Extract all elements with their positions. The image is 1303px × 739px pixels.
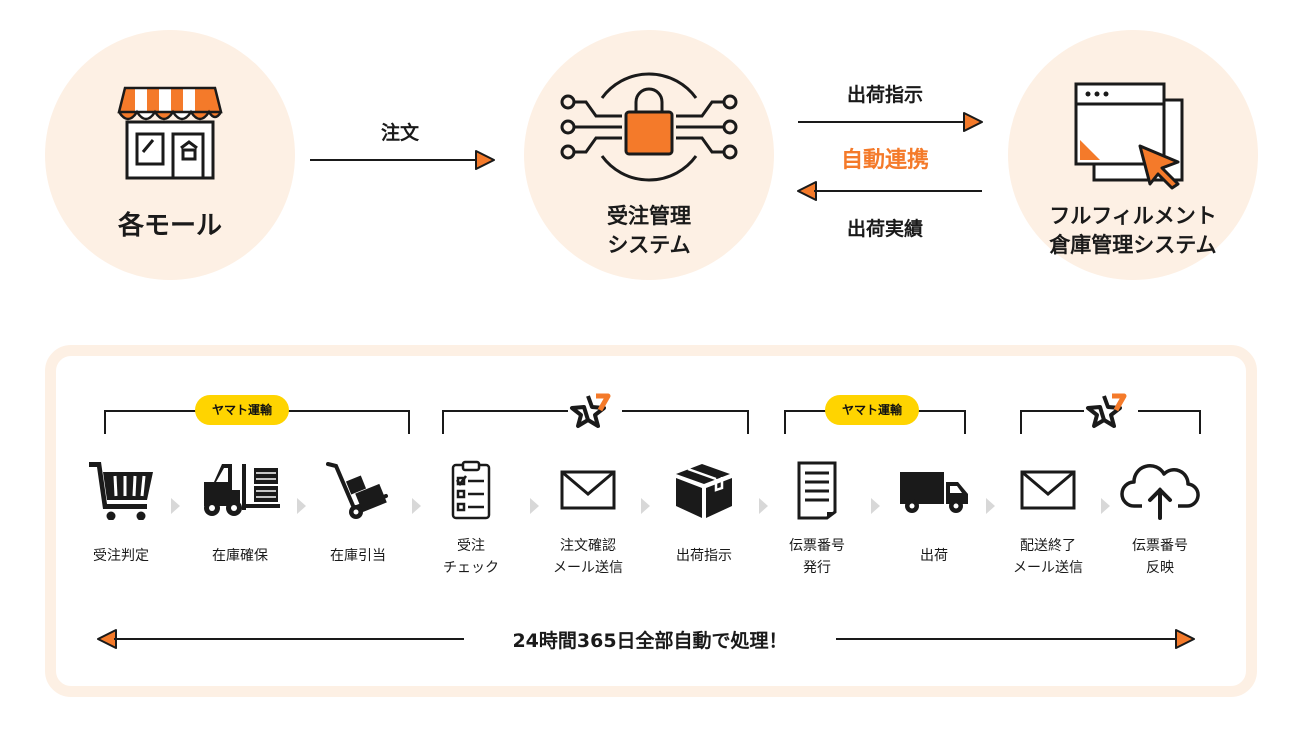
oms-circle: 受注管理 システム — [524, 30, 774, 280]
step-label-1: 受注判定 — [93, 548, 149, 564]
bottom-line-left — [114, 638, 464, 640]
forklift-icon — [204, 464, 280, 516]
bottom-line-right — [836, 638, 1178, 640]
wms-label-line1: フルフィルメント — [1049, 204, 1217, 228]
ship-result-label: 出荷実績 — [846, 218, 923, 240]
star-logo-icon — [1086, 393, 1127, 428]
automation-label: 24時間365日全部自動で処理！ — [512, 630, 788, 652]
yamato-badge-2: ヤマト運輸 — [825, 395, 919, 425]
cloud-upload-icon — [1120, 464, 1200, 520]
ship-instruction-arrowhead-icon — [963, 112, 983, 132]
order-arrow-line — [310, 159, 478, 161]
oms-label-line1: 受注管理 — [607, 204, 691, 228]
auto-link-label: 自動連携 — [840, 148, 929, 173]
step-label-10: 伝票番号反映 — [1132, 538, 1188, 577]
shopping-cart-icon — [89, 462, 153, 520]
step-label-9: 配送終了メール送信 — [1013, 538, 1083, 577]
browser-window-icon — [1074, 82, 1184, 190]
wms-label: フルフィルメント 倉庫管理システム — [1008, 202, 1258, 261]
order-label: 注文 — [380, 122, 419, 144]
envelope-icon — [1020, 470, 1076, 510]
clipboard-checklist-icon — [451, 460, 491, 520]
step-label-5: 注文確認メール送信 — [553, 538, 623, 577]
step-label-4: 受注チェック — [443, 538, 499, 577]
step-label-8: 出荷 — [920, 548, 948, 564]
wms-label-line2: 倉庫管理システム — [1049, 233, 1217, 258]
step-label-3: 在庫引当 — [330, 548, 386, 564]
step-chevron — [1101, 498, 1110, 514]
step-label-6: 出荷指示 — [676, 548, 732, 564]
step-chevron — [759, 498, 768, 514]
brand-logo-wrap-2 — [1084, 390, 1138, 430]
step-chevron — [530, 498, 539, 514]
malls-circle: 各モール — [45, 30, 295, 280]
order-arrowhead-icon — [475, 150, 495, 170]
hand-truck-icon — [326, 462, 388, 519]
lock-circuit-icon — [560, 72, 738, 182]
oms-label: 受注管理 システム — [524, 202, 774, 261]
step-chevron — [871, 498, 880, 514]
step-chevron — [171, 498, 180, 514]
ship-result-arrow-line — [814, 190, 982, 192]
storefront-icon — [117, 86, 223, 180]
step-chevron — [297, 498, 306, 514]
star-logo-icon — [570, 393, 611, 428]
brand-logo-wrap-1 — [568, 390, 622, 430]
step-chevron — [986, 498, 995, 514]
ship-instruction-label: 出荷指示 — [846, 84, 923, 106]
delivery-truck-icon — [900, 472, 968, 513]
ship-instruction-arrow-line — [798, 121, 966, 123]
step-chevron — [412, 498, 421, 514]
yamato-badge-1: ヤマト運輸 — [195, 395, 289, 425]
envelope-icon — [560, 470, 616, 510]
right-arrowhead-icon — [1175, 629, 1195, 649]
step-label-2: 在庫確保 — [212, 548, 268, 564]
step-label-7: 伝票番号発行 — [789, 538, 845, 577]
wms-circle: フルフィルメント 倉庫管理システム — [1008, 30, 1258, 280]
document-icon — [797, 461, 837, 520]
oms-label-line2: システム — [607, 233, 691, 258]
malls-label: 各モール — [117, 211, 222, 241]
package-box-icon — [676, 464, 732, 518]
step-chevron — [641, 498, 650, 514]
